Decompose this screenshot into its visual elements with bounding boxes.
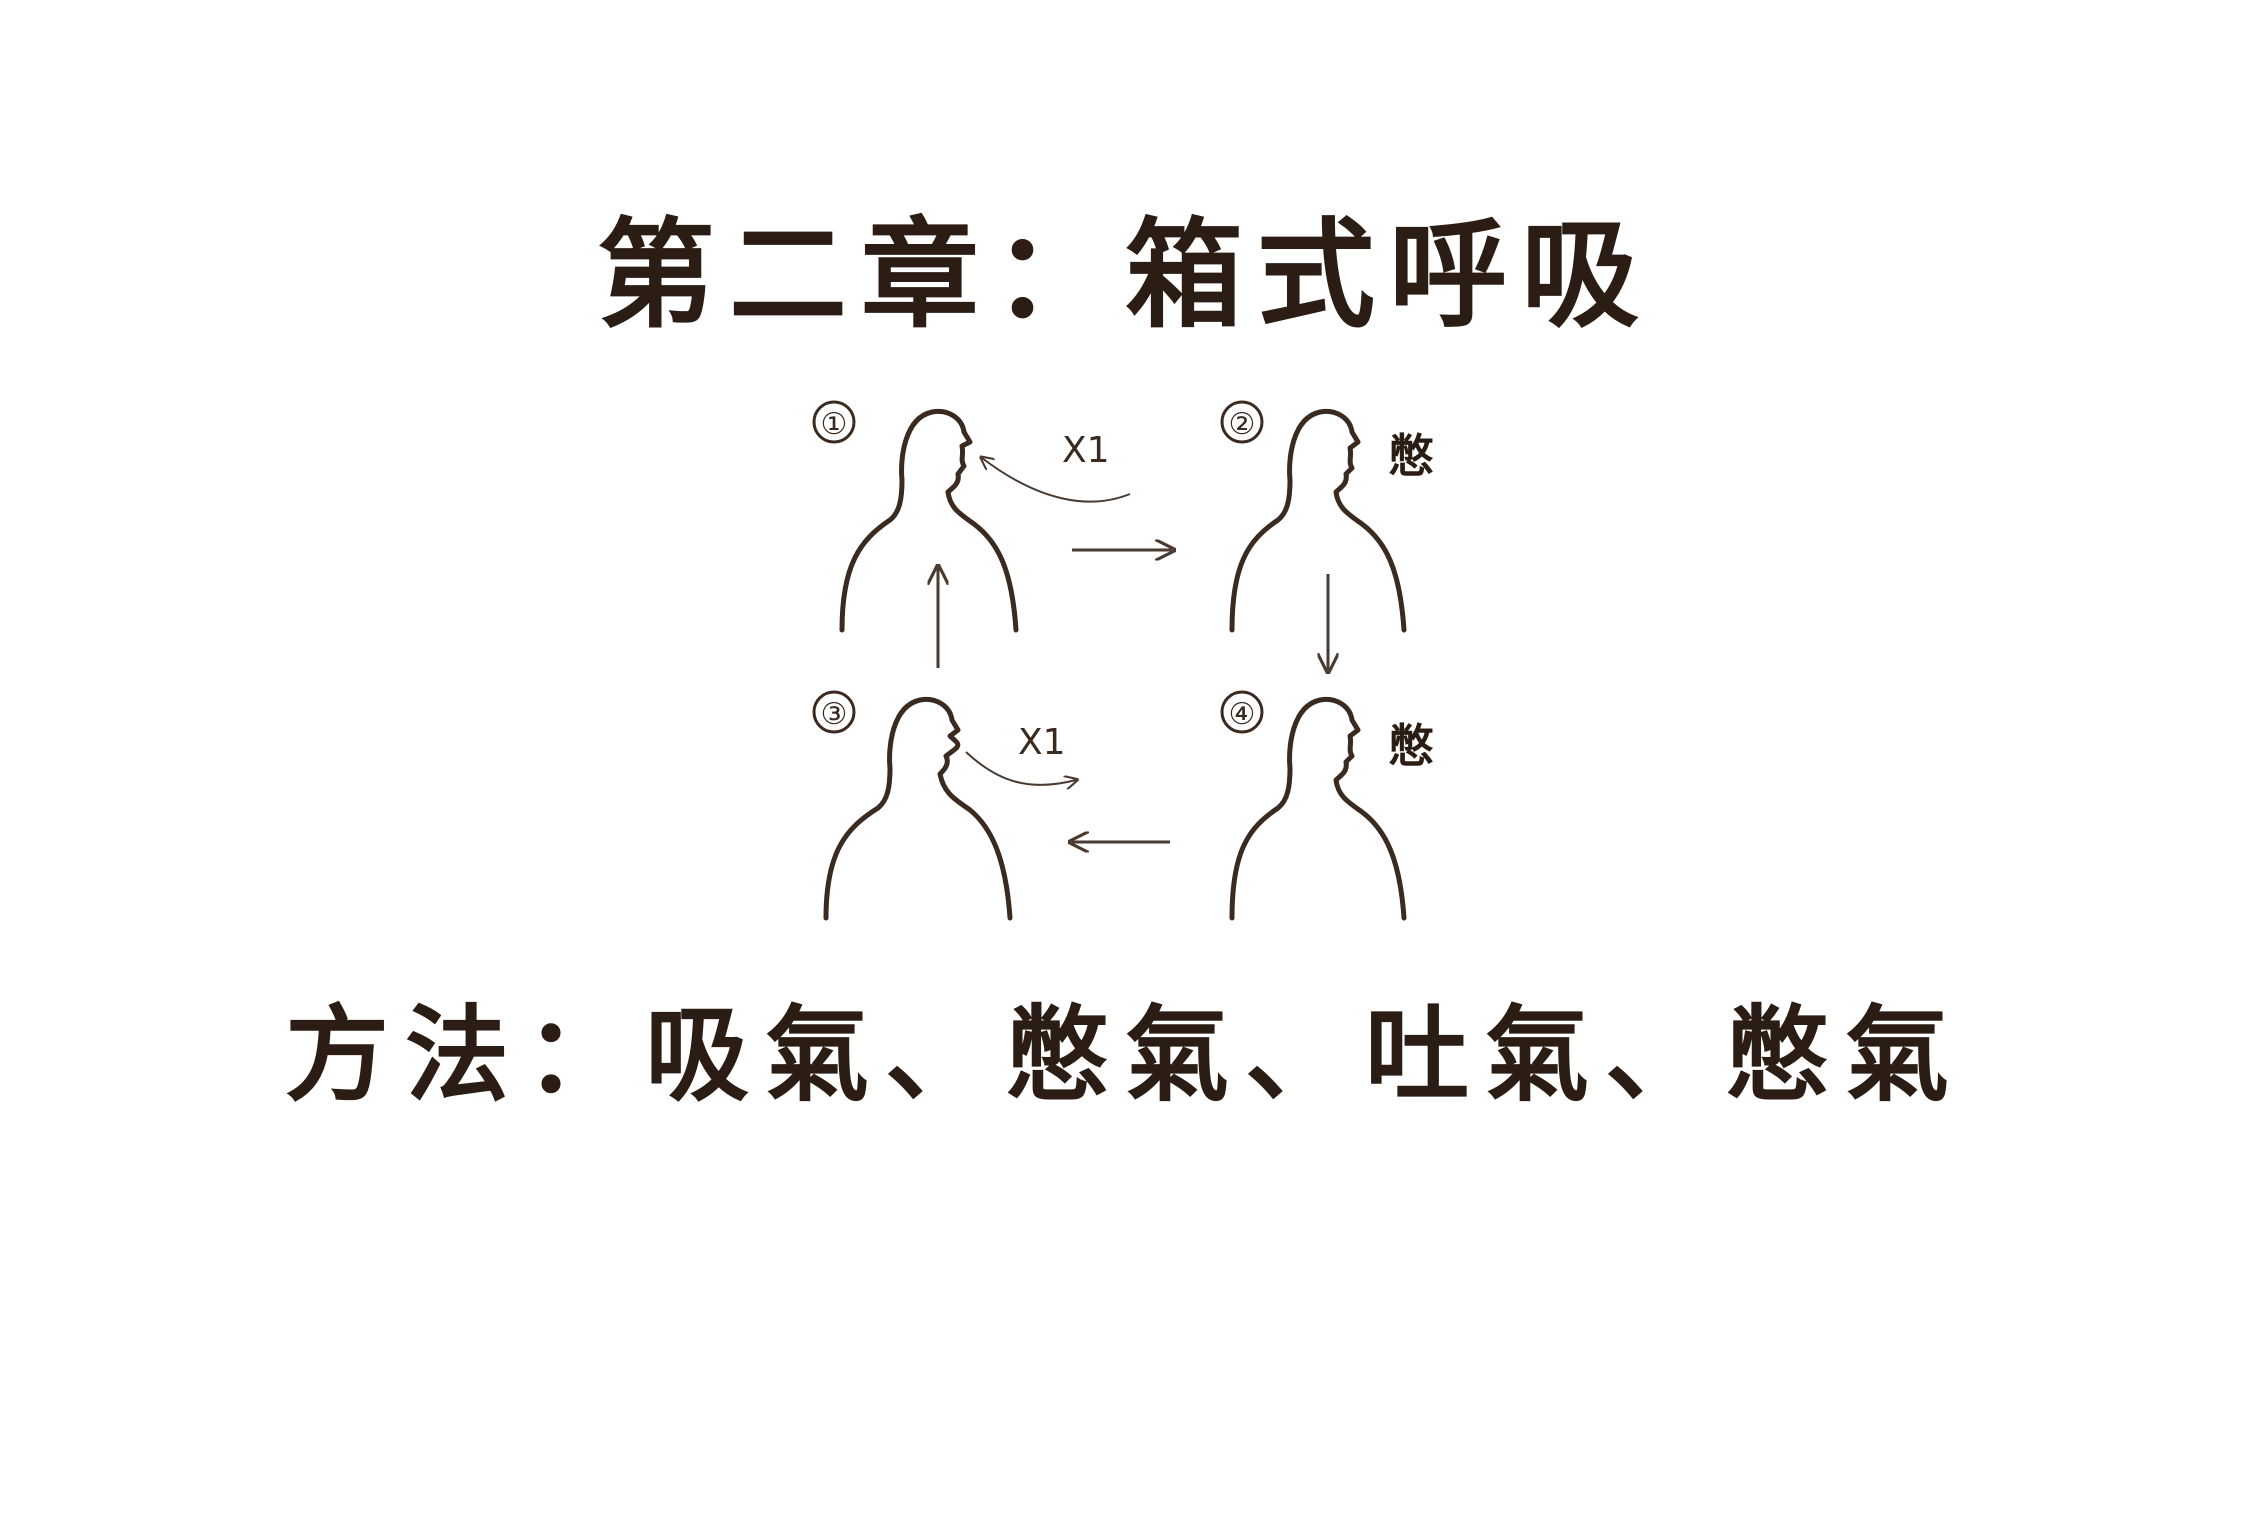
step-4-number: ④ (1229, 697, 1256, 732)
box-breathing-diagram: ① X1 ② 憋 ③ X1 ④ 憋 (790, 390, 1480, 930)
step-1-count-label: X1 (1062, 430, 1110, 471)
step-2-person-outline (1229, 408, 1407, 633)
step-2-number: ② (1229, 407, 1256, 442)
page-title: 第二章：箱式呼吸 (596, 205, 1653, 344)
step-1-figure: ① X1 (812, 400, 1131, 633)
step-3-count-label: X1 (1018, 722, 1066, 763)
step-1-number-circle (812, 400, 856, 444)
step-3-exhale-arrow (965, 751, 1076, 785)
step-2-hold-label: 憋 (1388, 429, 1434, 483)
box-breathing-illustration: ① X1 ② 憋 ③ X1 ④ 憋 (812, 400, 1434, 921)
step-2-number-circle (1220, 400, 1264, 444)
step-2-figure: ② 憋 (1220, 400, 1434, 633)
step-3-figure: ③ X1 (812, 690, 1076, 921)
step-4-number-circle (1220, 690, 1264, 734)
step-4-hold-label: 憋 (1388, 719, 1434, 773)
method-text: 方法：吸氣、憋氣、吐氣、憋氣 (284, 993, 1965, 1116)
step-3-number-circle (812, 690, 856, 734)
step-1-inhale-arrow (982, 458, 1131, 503)
step-3-number: ③ (821, 697, 848, 732)
step-1-number: ① (821, 407, 848, 442)
step-4-person-outline (1229, 696, 1407, 921)
step-4-figure: ④ 憋 (1220, 690, 1434, 921)
step-1-person-outline (839, 408, 1019, 633)
step-3-person-outline (823, 696, 1013, 921)
